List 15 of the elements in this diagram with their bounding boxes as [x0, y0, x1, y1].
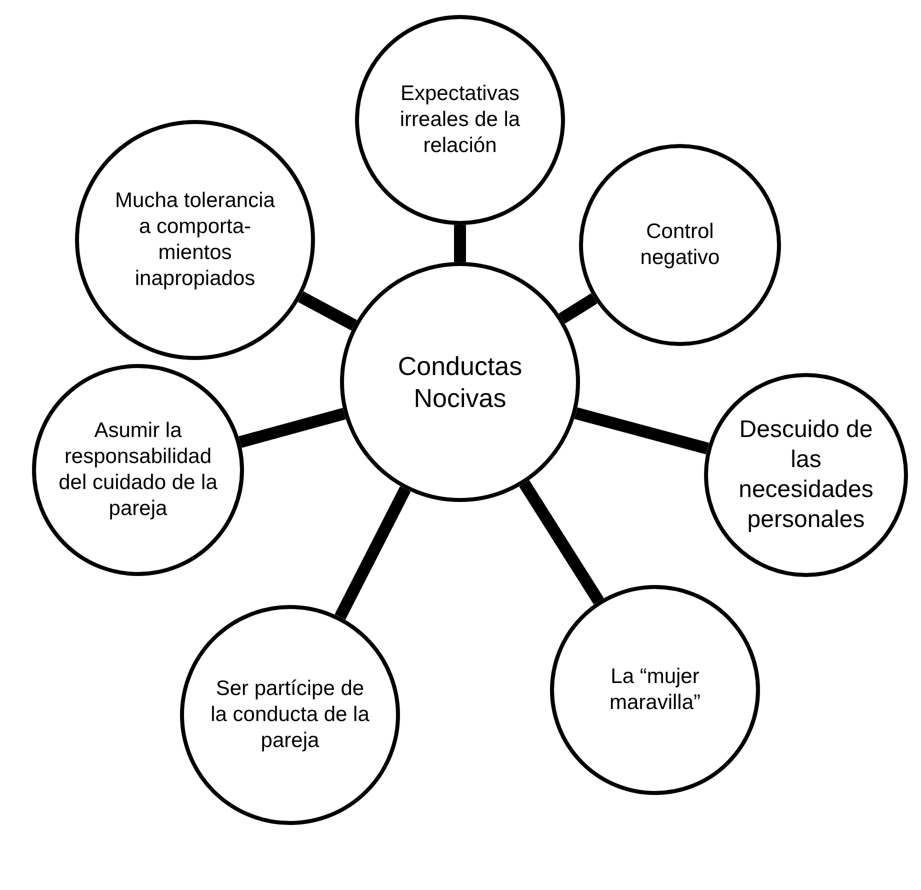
topic-text: Asumir la responsabilidad del cuidado de la pareja: [58, 418, 218, 522]
topic-text: Descuido de las necesidades personales: [738, 415, 874, 535]
connector-line: [574, 407, 710, 454]
topic-text: Conductas Nocivas: [396, 350, 524, 414]
topic-text: La “mujer maravilla”: [608, 664, 702, 716]
connector-line: [334, 486, 411, 620]
connector-line: [298, 291, 358, 331]
topic-text: Control negativo: [639, 218, 721, 271]
topic-text: Expectativas irreales de la relación: [398, 80, 522, 160]
connector-line: [519, 480, 604, 604]
connector-line: [454, 225, 466, 262]
topic-text: Ser partícipe de la conducta de la pareja: [210, 676, 370, 754]
connector-line: [558, 293, 598, 324]
topic-text: Mucha tolerancia a comporta-mientos inapropiados: [114, 188, 276, 292]
connector-line: [238, 408, 346, 448]
